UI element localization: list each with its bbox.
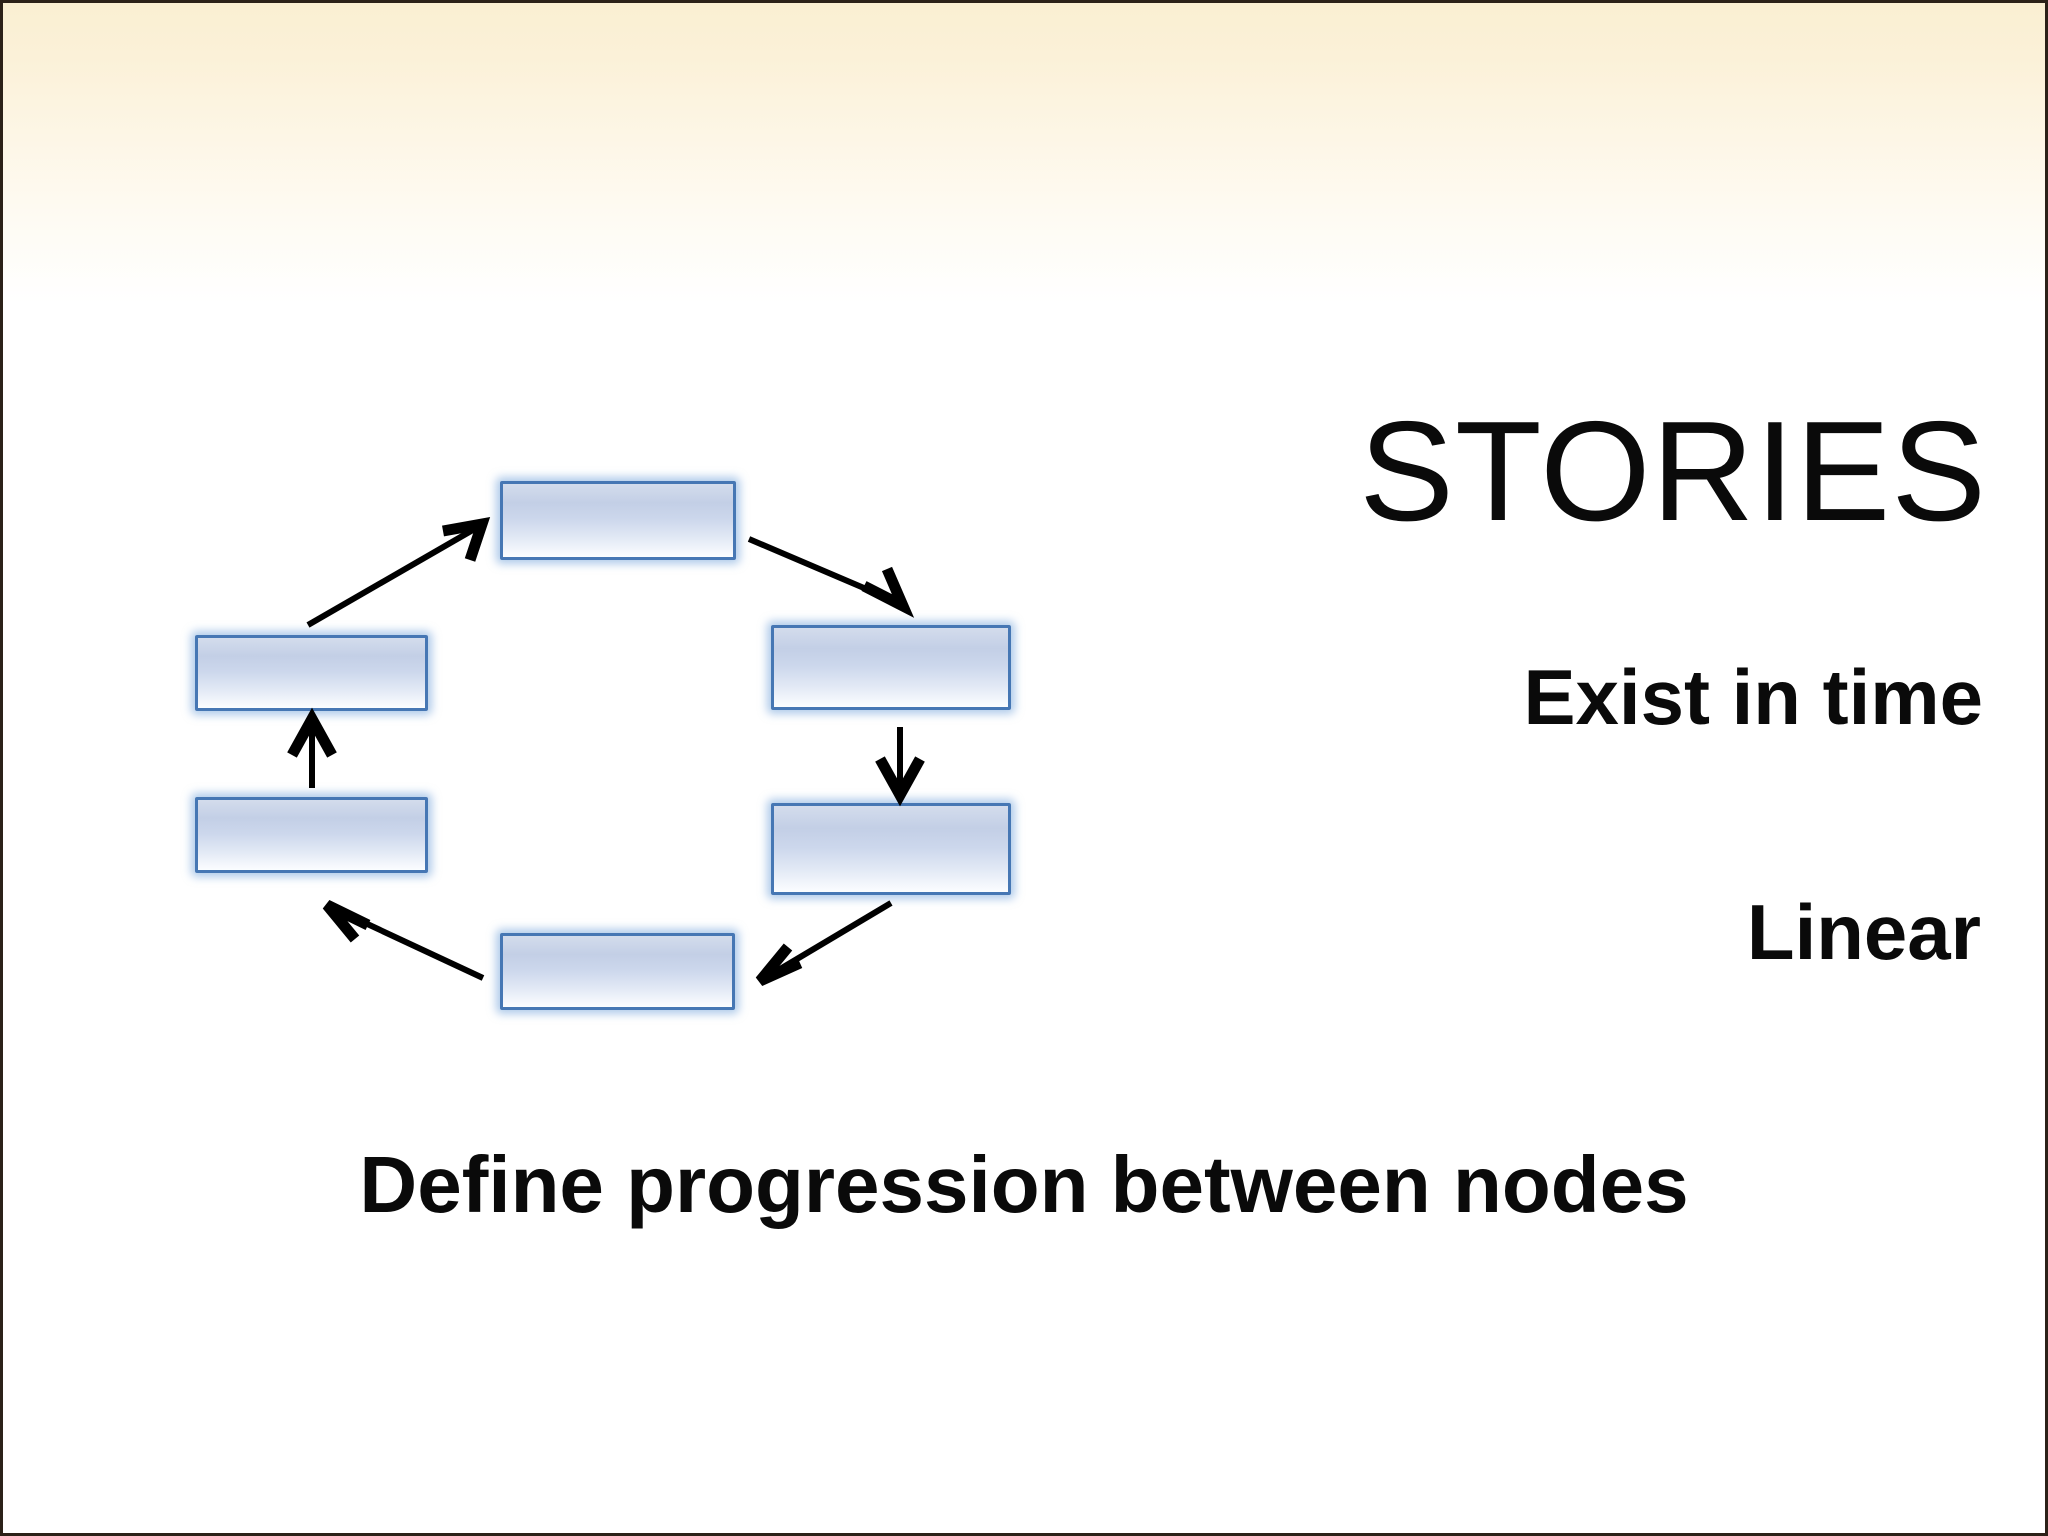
arrow-bottom-to-left-lower (322, 900, 485, 981)
bullet-linear: Linear (1746, 888, 1981, 976)
page-title: STORIES (1359, 392, 1987, 551)
node-box-top[interactable] (500, 481, 736, 560)
arrow-right-lower-to-bottom (755, 900, 893, 987)
caption-define-progression: Define progression between nodes (359, 1140, 1689, 1229)
arrow-layer (287, 516, 925, 987)
node-box-left-upper[interactable] (195, 635, 428, 711)
cycle-diagram (3, 3, 2045, 1533)
arrow-left-lower-to-left-upper (287, 707, 337, 788)
arrow-top-to-right-upper (747, 536, 915, 618)
node-box-right-lower[interactable] (771, 803, 1011, 895)
node-box-right-upper[interactable] (771, 625, 1011, 710)
arrow-left-upper-to-top (306, 516, 491, 628)
node-box-bottom[interactable] (500, 933, 735, 1010)
arrow-right-upper-to-right-lower (875, 727, 925, 807)
bullet-exist-in-time: Exist in time (1523, 653, 1983, 741)
node-box-left-lower[interactable] (195, 797, 428, 873)
